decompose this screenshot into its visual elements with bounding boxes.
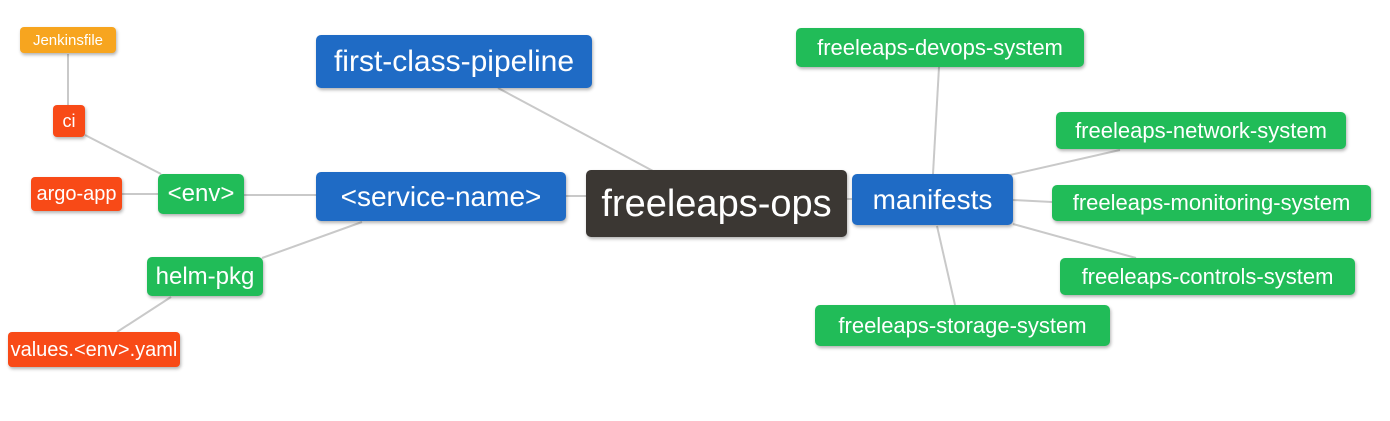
edge-values-helm-pkg <box>116 296 172 333</box>
node-helm-pkg[interactable]: helm-pkg <box>147 257 263 296</box>
node-jenkinsfile[interactable]: Jenkinsfile <box>20 27 116 53</box>
edge-manifests-devops <box>932 66 940 175</box>
node-first-class-pipeline[interactable]: first-class-pipeline <box>316 35 592 88</box>
node-argo-app[interactable]: argo-app <box>31 177 122 211</box>
node-monitoring-system[interactable]: freeleaps-monitoring-system <box>1052 185 1371 221</box>
node-network-system[interactable]: freeleaps-network-system <box>1056 112 1346 149</box>
node-freeleaps-ops-root[interactable]: freeleaps-ops <box>586 170 847 237</box>
node-values-env-yaml[interactable]: values.<env>.yaml <box>8 332 180 367</box>
edge-manifests-storage <box>936 225 956 306</box>
edge-manifests-network <box>1009 149 1121 176</box>
edge-ci-env <box>84 134 162 175</box>
node-controls-system[interactable]: freeleaps-controls-system <box>1060 258 1355 295</box>
edge-manifests-controls <box>1012 223 1137 259</box>
edge-pipeline-root <box>497 87 654 172</box>
node-manifests[interactable]: manifests <box>852 174 1013 225</box>
edge-helm-pkg-service-name <box>261 221 363 259</box>
node-devops-system[interactable]: freeleaps-devops-system <box>796 28 1084 67</box>
node-env[interactable]: <env> <box>158 174 244 214</box>
node-service-name[interactable]: <service-name> <box>316 172 566 221</box>
edge-manifests-monitoring <box>1012 199 1053 203</box>
node-ci[interactable]: ci <box>53 105 85 137</box>
node-storage-system[interactable]: freeleaps-storage-system <box>815 305 1110 346</box>
